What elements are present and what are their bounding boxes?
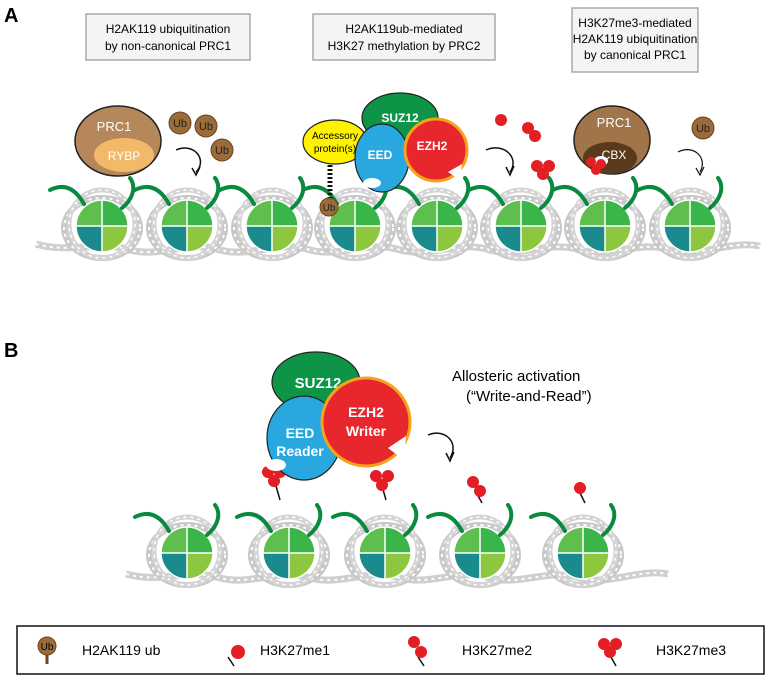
prc1-canonical-complex: PRC1 CBX [573, 105, 651, 175]
suz12-label: SUZ12 [295, 375, 342, 392]
h3k27me3-mark [531, 160, 555, 180]
rybp-label: RYBP [108, 149, 140, 163]
ub-label: Ub [199, 121, 213, 133]
h3k27me2-mark [467, 476, 486, 504]
ub-icon: Ub [194, 114, 218, 138]
ezh2-label: EZH2 [348, 404, 384, 420]
allosteric-activation-label: Allosteric activation [452, 368, 580, 385]
nucleosome-b-4 [426, 503, 518, 585]
legend: Ub H2AK119 ub H3K27me1 H3K27me2 H3K27me3 [16, 625, 765, 675]
reaction-arrow-b [427, 432, 454, 459]
header-box-2-line-2: H3K27 methylation by PRC2 [328, 39, 481, 53]
prc2-complex-b: SUZ12 EED Reader EZH2 Writer [266, 351, 412, 481]
nucleosome-a-3 [218, 176, 310, 258]
legend-h3k27me2-icon [408, 636, 427, 667]
ub-label: Ub [696, 123, 710, 135]
h3k27me1-mark [574, 482, 586, 504]
ezh2-label: EZH2 [417, 139, 448, 153]
prc1-canonical-label: PRC1 [597, 115, 632, 130]
ub-icon: Ub [210, 138, 234, 162]
h3k27me1-mark [495, 114, 507, 126]
h3k27me3-mark [370, 470, 394, 501]
ub-icon: Ub [319, 197, 339, 217]
nucleosome-b-3 [331, 503, 423, 585]
panel-a-label: A [4, 5, 18, 27]
header-box-2-line-1: H2AK119ub-mediated [345, 22, 462, 36]
writer-label: Writer [346, 423, 387, 439]
dna-strand-a [35, 240, 761, 256]
accessory-label-1: Accessory [312, 131, 358, 142]
legend-h2ak119ub: H2AK119 ub [82, 642, 161, 658]
cbx-label: CBX [602, 148, 627, 162]
nucleosome-b-2 [235, 503, 327, 585]
legend-ub-icon-text: Ub [41, 642, 54, 653]
ub-label: Ub [215, 145, 229, 157]
legend-h3k27me1: H3K27me1 [260, 642, 330, 658]
header-box-prc2: H2AK119ub-mediated H3K27 methylation by … [312, 13, 496, 61]
ub-label: Ub [323, 203, 336, 214]
prc2-complex-a: SUZ12 EED EZH2 [354, 92, 469, 193]
ub-icon: Ub [691, 116, 715, 140]
eed-label: EED [368, 148, 393, 162]
prc1-noncanonical-complex: PRC1 RYBP [74, 105, 162, 177]
header-box-canonical: H3K27me3-mediated H2AK119 ubiquitination… [571, 7, 699, 73]
legend-h3k27me3: H3K27me3 [656, 642, 726, 658]
header-box-3-line-3: by canonical PRC1 [584, 48, 686, 62]
reaction-arrow-2 [485, 147, 514, 173]
ub-icon: Ub [168, 111, 192, 135]
ub-label: Ub [173, 118, 187, 130]
nucleosome-a-2 [133, 176, 225, 258]
header-box-3-line-1: H3K27me3-mediated [578, 16, 691, 30]
eed-label: EED [286, 425, 315, 441]
h3k27me2-mark [522, 122, 541, 142]
legend-h3k27me2: H3K27me2 [462, 642, 532, 658]
header-box-1-line-2: by non-canonical PRC1 [105, 39, 231, 53]
accessory-label-2: protein(s) [314, 144, 356, 155]
reader-label: Reader [276, 443, 324, 459]
legend-h3k27me3-icon [598, 638, 622, 667]
suz12-label: SUZ12 [381, 111, 419, 125]
header-box-noncanonical: H2AK119 ubiquitination by non-canonical … [85, 13, 251, 61]
header-box-1-line-1: H2AK119 ubiquitination [106, 22, 231, 36]
reaction-arrow-3 [677, 149, 703, 173]
prc1-noncanonical-label: PRC1 [97, 119, 132, 134]
reaction-arrow-1 [175, 147, 202, 173]
legend-h3k27me1-icon [227, 645, 245, 667]
write-and-read-label: (“Write-and-Read”) [466, 388, 592, 405]
header-box-3-line-2: H2AK119 ubiquitination [573, 32, 698, 46]
nucleosome-b-1 [133, 503, 225, 585]
legend-ub-icon: Ub [37, 636, 57, 664]
panel-b-label: B [4, 340, 18, 362]
